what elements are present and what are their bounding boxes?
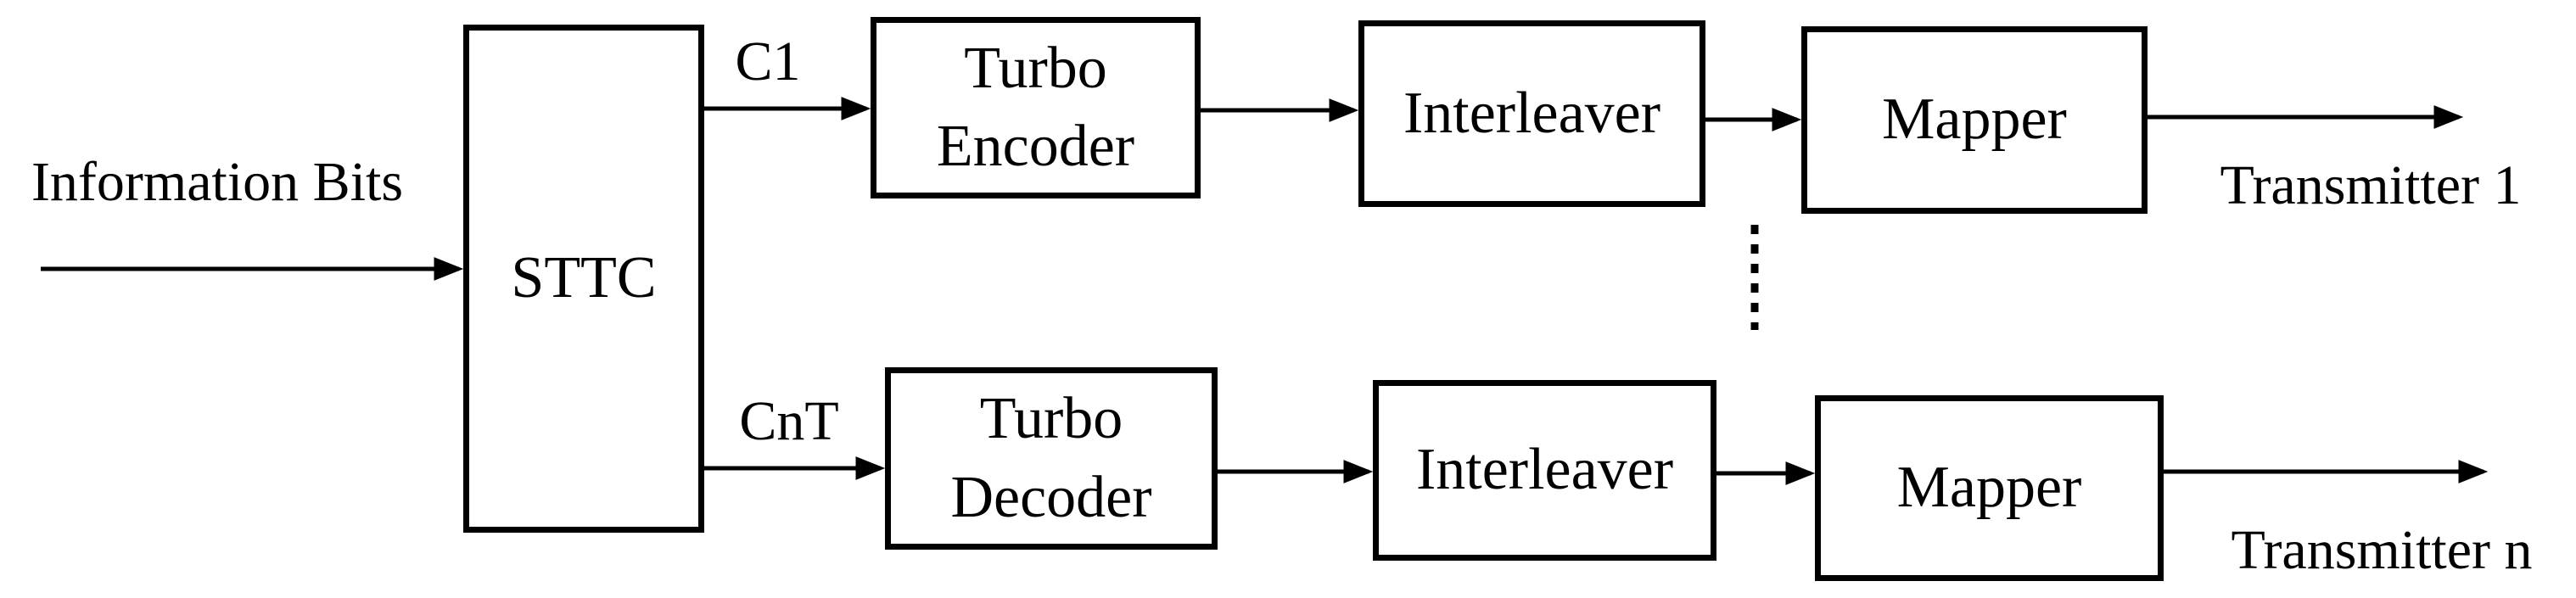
mapper-bottom-block: Mapper <box>1815 395 2164 581</box>
turbo-decoder-block: Turbo Decoder <box>885 367 1218 550</box>
turbo-decoder-label-line2: Decoder <box>950 464 1152 530</box>
c1-signal-label: C1 <box>735 31 801 92</box>
turbo-encoder-label-line2: Encoder <box>936 114 1135 179</box>
turbo-encoder-block: Turbo Encoder <box>871 17 1201 198</box>
mapper-bottom-label: Mapper <box>1896 455 2082 521</box>
sttc-label: STTC <box>511 245 657 311</box>
transmitter-1-label: Transmitter 1 <box>2220 154 2522 216</box>
interleaver-top-block: Interleaver <box>1358 20 1705 207</box>
mapper-top-block: Mapper <box>1801 26 2148 214</box>
interleaver-bottom-label: Interleaver <box>1415 437 1674 503</box>
interleaver-bottom-block: Interleaver <box>1373 380 1716 561</box>
turbo-encoder-label-line1: Turbo <box>964 35 1107 101</box>
interleaver-top-label: Interleaver <box>1403 80 1661 146</box>
information-bits-label: Information Bits <box>31 151 404 213</box>
turbo-decoder-label-line1: Turbo <box>979 386 1123 452</box>
mapper-top-label: Mapper <box>1882 87 2067 153</box>
transmitter-n-label: Transmitter n <box>2231 519 2533 581</box>
sttc-block: STTC <box>463 25 704 533</box>
cnt-signal-label: CnT <box>739 390 839 452</box>
